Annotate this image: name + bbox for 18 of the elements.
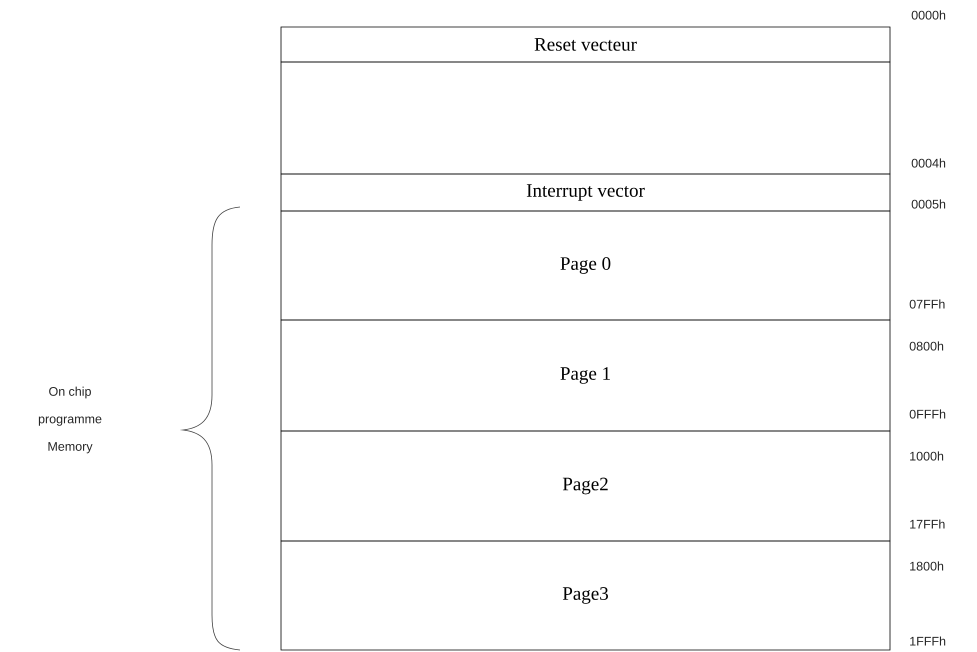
address-label: 1FFFh	[910, 636, 946, 646]
address-label: 1000h	[910, 451, 944, 461]
memory-row: Page 1	[280, 320, 890, 432]
address-label: 0000h	[912, 10, 946, 20]
address-label: 0004h	[912, 158, 946, 168]
address-label: 1800h	[910, 561, 944, 571]
address-label: 0FFFh	[910, 409, 946, 419]
address-label: 07FFh	[910, 299, 944, 309]
memory-label: On chip programme Memory	[38, 386, 102, 454]
memory-row: Page 0	[280, 210, 890, 320]
memory-row: Reset vecteur	[280, 26, 890, 62]
memory-row: Interrupt vector	[280, 174, 890, 212]
address-label: 0800h	[910, 341, 944, 351]
memory-row: Page2	[280, 430, 890, 542]
address-label: 17FFh	[910, 519, 944, 529]
address-label: 0005h	[912, 199, 946, 209]
memory-row	[280, 62, 890, 174]
memory-row: Page3	[280, 540, 890, 650]
